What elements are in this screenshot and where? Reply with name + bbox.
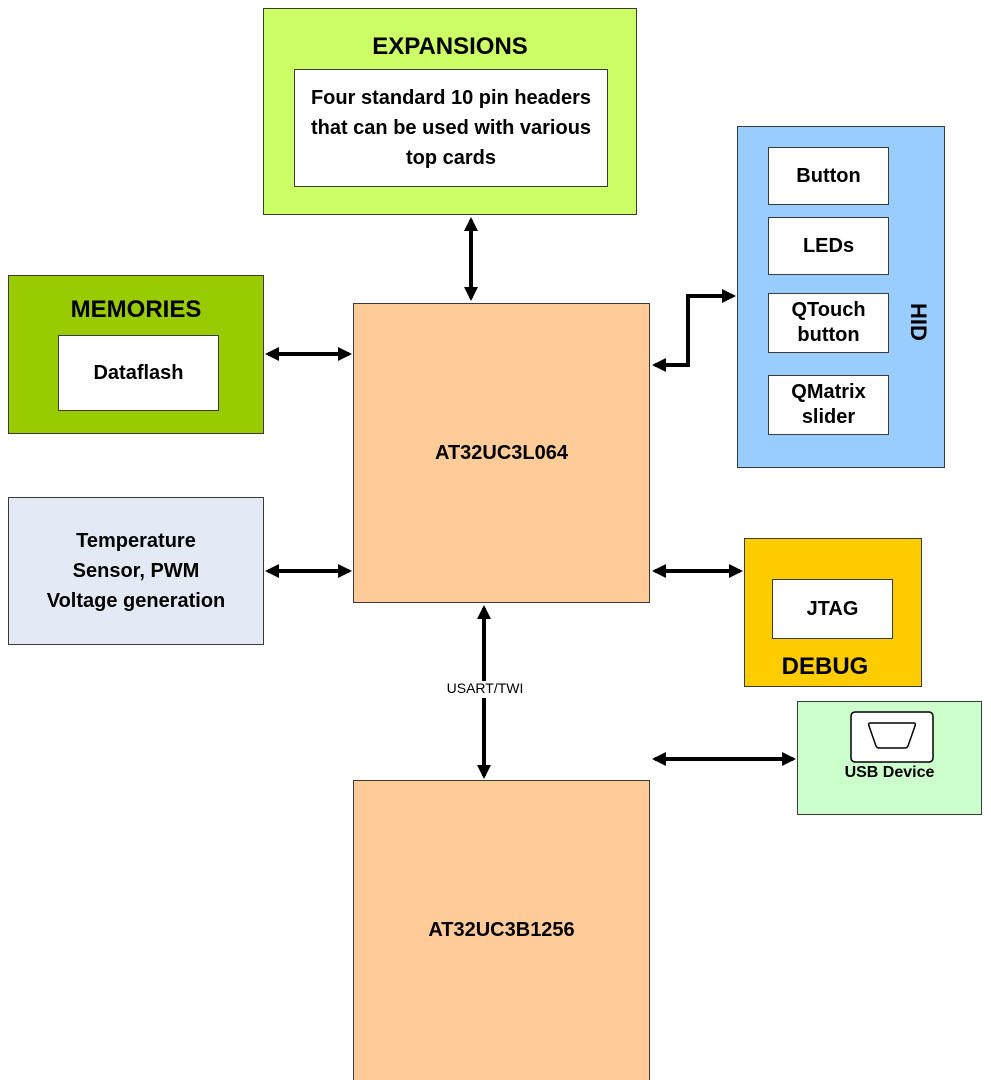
sensor-block: Temperature Sensor, PWM Voltage generati… [8,497,264,645]
expansions-block: EXPANSIONS Four standard 10 pin headers … [263,8,637,215]
debug-title: DEBUG [781,653,869,680]
jtag-box: JTAG [772,579,893,639]
usb-connector-icon [850,711,934,763]
usb-device-label: USB Device [844,764,935,781]
hid-item-button: Button [768,147,889,205]
expansions-description: Four standard 10 pin headers that can be… [294,69,608,187]
memories-title: MEMORIES [70,296,202,323]
hid-item-leds: LEDs [768,217,889,275]
expansions-title: EXPANSIONS [372,33,528,60]
mcu-main-block: AT32UC3L064 [353,303,650,603]
bus-label: USART/TWI [430,680,540,696]
hid-item-qmatrix-slider: QMatrix slider [768,375,889,435]
mcu-usb-block: AT32UC3B1256 [353,780,650,1080]
hid-block: Button LEDs QTouch button QMatrix slider… [737,126,945,468]
arrow-mcu-hid [652,289,736,372]
memories-block: MEMORIES Dataflash [8,275,264,434]
debug-block: JTAG DEBUG [744,538,922,687]
dataflash-box: Dataflash [58,335,219,411]
usb-device-block: USB Device [797,701,982,815]
usb-connector-port [867,722,917,749]
hid-item-qtouch-button: QTouch button [768,293,889,353]
